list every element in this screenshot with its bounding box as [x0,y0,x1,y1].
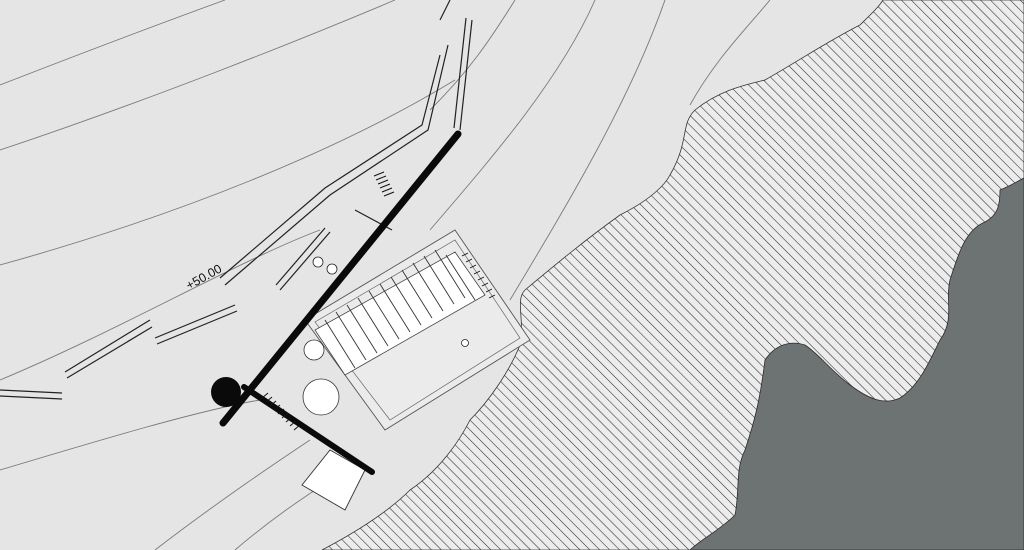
contour-line [154,439,311,550]
path-edge [219,54,441,279]
round-planter-small [303,339,325,361]
path-edge [64,319,151,373]
contour-line [429,0,596,231]
wall-stair [261,392,301,431]
path-edge [0,389,63,394]
small-circle-right [326,263,338,275]
path-edge [459,19,473,131]
tree-dark [211,377,241,407]
path-edge [156,310,238,345]
contour-line [689,0,771,106]
path-edge [453,17,467,129]
deck-stair [461,252,496,299]
short-wall [241,384,375,475]
path-edge [154,304,236,339]
contour-line [509,0,666,301]
building [304,229,531,431]
path-edge [0,395,63,400]
drain-circle [461,339,469,347]
contour-line [0,229,321,381]
path-edge [439,0,451,21]
access-path [0,0,473,400]
building-inner-outline [314,239,521,421]
round-planter-large [302,378,340,416]
sea-area [689,177,1024,550]
small-circle-left [312,256,324,268]
contour-line [0,0,396,151]
path-edge [224,44,449,286]
path-edge [279,231,331,291]
path-edge [275,227,326,286]
concrete-wall [211,130,462,475]
contour-line [0,79,456,266]
deck-slats [324,249,476,369]
path-edge [66,326,153,379]
path-stair [373,171,395,197]
terrace [301,449,366,511]
contour-line [429,0,516,111]
contour-line [0,0,226,86]
long-wall [219,130,462,427]
